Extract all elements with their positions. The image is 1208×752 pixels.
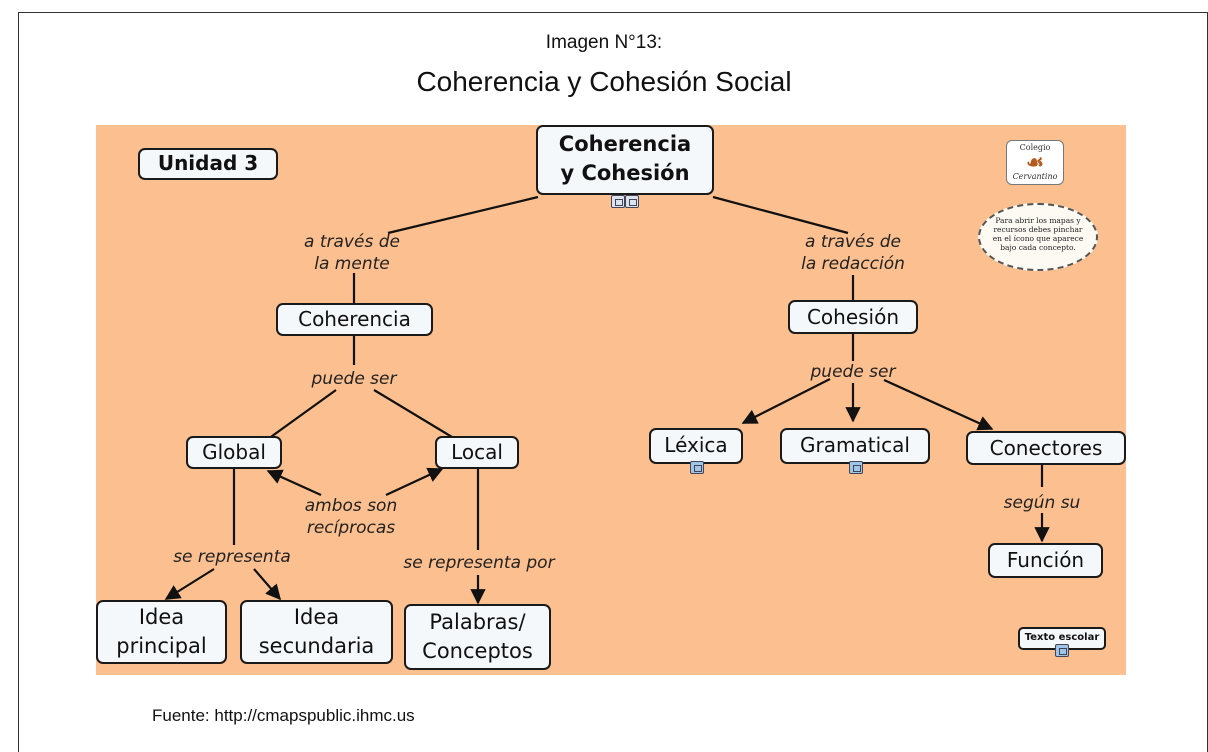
link-phrase-reciprocas-line2: recíprocas	[306, 518, 396, 538]
arrow-lexica	[741, 378, 831, 424]
link-phrase-local-representa: se representa por	[403, 553, 555, 573]
logo-bottom-text: Cervantino	[1012, 172, 1058, 181]
link-phrase-reciprocas: ambos son recíprocas	[286, 495, 416, 539]
concept-funcion[interactable]: Función	[988, 543, 1103, 578]
concept-global[interactable]: Global	[186, 436, 282, 469]
concept-palabras-line1: Palabras/	[429, 610, 526, 634]
link-phrase-mente: a través de la mente	[282, 231, 422, 275]
link-root-left	[387, 195, 539, 235]
concept-root-line1: Coherencia	[558, 132, 692, 156]
arrow-reciprocal-global	[266, 469, 322, 497]
arrow-idea-secundaria	[253, 568, 282, 601]
concept-palabras[interactable]: Palabras/ Conceptos	[404, 604, 551, 670]
document-icon[interactable]	[1055, 644, 1069, 657]
link-phrase-mente-line2: la mente	[314, 254, 390, 274]
source-credit: Fuente: http://cmapspublic.ihmc.us	[152, 706, 415, 725]
concept-idea-secundaria-line2: secundaria	[258, 634, 375, 658]
concept-root-line2: y Cohesión	[560, 161, 690, 185]
concept-idea-principal-line2: principal	[116, 634, 207, 658]
arrow-idea-principal	[164, 568, 215, 600]
link-phrase-redaccion-line2: la redacción	[801, 254, 905, 274]
instructions-note: Para abrir los mapas y recursos debes pi…	[978, 203, 1098, 271]
concept-palabras-line2: Conceptos	[422, 639, 533, 663]
concept-idea-principal[interactable]: Idea principal	[96, 600, 227, 664]
link-phrase-global-representa: se representa	[173, 547, 291, 567]
link-root-right	[712, 195, 849, 235]
unit-label: Unidad 3	[138, 148, 278, 180]
arrow-reciprocal-local	[385, 467, 444, 496]
map-icon[interactable]	[625, 195, 639, 208]
link-phrase-reciprocas-line1: ambos son	[304, 496, 398, 516]
image-number: Imagen N°13:	[545, 32, 663, 53]
logo-top-text: Colegio	[1019, 143, 1051, 152]
document-icon[interactable]	[690, 461, 704, 474]
link-phrase-coherencia-puede: puede ser	[311, 369, 397, 389]
concept-root[interactable]: Coherencia y Cohesión	[536, 125, 714, 195]
concept-cohesion[interactable]: Cohesión	[788, 300, 918, 334]
concept-conectores[interactable]: Conectores	[966, 431, 1126, 465]
map-icon[interactable]	[611, 195, 625, 208]
concept-coherencia[interactable]: Coherencia	[276, 303, 433, 336]
link-puede-local	[373, 389, 453, 438]
concept-local[interactable]: Local	[435, 436, 519, 469]
document-icon[interactable]	[849, 461, 863, 474]
arrow-conectores	[883, 378, 994, 431]
root-resource-icons[interactable]	[611, 195, 639, 209]
concept-lexica[interactable]: Léxica	[649, 428, 743, 464]
logo-mark-icon: ☙	[1026, 150, 1044, 174]
concept-map: Unidad 3 Coherencia y Cohesión a través …	[96, 125, 1126, 675]
link-phrase-redaccion: a través de la redacción	[768, 231, 938, 275]
link-phrase-redaccion-line1: a través de	[805, 232, 901, 252]
school-logo: Colegio ☙ Cervantino	[1006, 140, 1064, 185]
concept-map-links	[164, 195, 1050, 605]
link-phrase-mente-line1: a través de	[304, 232, 400, 252]
link-phrase-segun-su: según su	[1003, 493, 1081, 513]
link-puede-global	[267, 389, 337, 440]
page-title: Coherencia y Cohesión Social	[416, 66, 792, 97]
link-phrase-cohesion-puede: puede ser	[810, 362, 896, 382]
concept-idea-secundaria-line1: Idea	[293, 605, 340, 629]
concept-idea-principal-line1: Idea	[138, 605, 185, 629]
concept-gramatical[interactable]: Gramatical	[780, 428, 930, 464]
concept-idea-secundaria[interactable]: Idea secundaria	[240, 600, 393, 664]
